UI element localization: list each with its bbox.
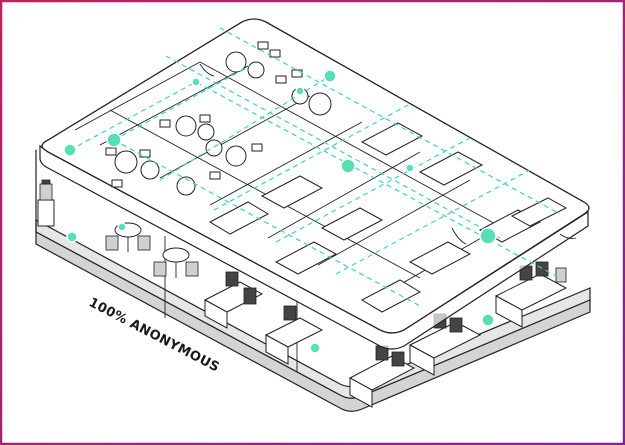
office-floor — [35, 149, 591, 412]
water-cooler — [37, 179, 55, 227]
upper-floor-plan — [39, 18, 590, 350]
workstation-a — [203, 271, 264, 329]
workstation-b — [264, 305, 324, 365]
floor-sensor-1 — [66, 231, 78, 243]
floor-sensor-2 — [117, 222, 127, 232]
break-table-2 — [153, 247, 199, 278]
break-table-1 — [105, 222, 151, 252]
floor-sensor-4 — [481, 313, 495, 327]
workstation-c — [348, 345, 416, 408]
floor-sensor-3 — [309, 342, 321, 354]
workstation-e — [494, 261, 568, 328]
